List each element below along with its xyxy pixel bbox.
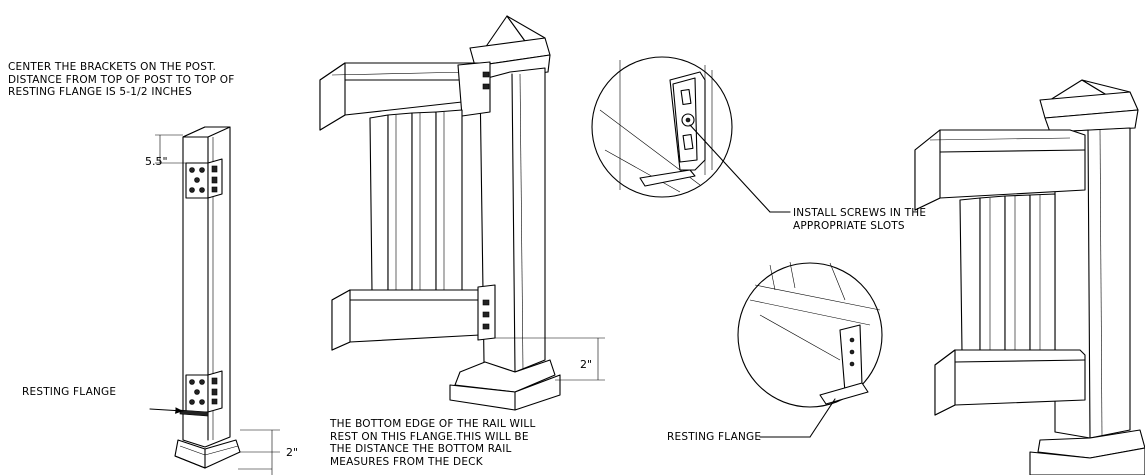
- bottom-edge-note: THE BOTTOM EDGE OF THE RAIL WILL REST ON…: [330, 418, 536, 468]
- rail-assembly: [319, 15, 605, 411]
- note-line: THE BOTTOM EDGE OF THE RAIL WILL: [330, 418, 536, 430]
- dimension-post-bottom-offset: 2": [286, 446, 299, 459]
- upper-bracket: [185, 158, 223, 199]
- resting-flange-label: RESTING FLANGE: [22, 386, 117, 398]
- note-line: MEASURES FROM THE DECK: [330, 455, 483, 468]
- note-line: RESTING FLANGE IS 5-1/2 INCHES: [8, 86, 192, 98]
- note-line: CENTER THE BRACKETS ON THE POST.: [8, 61, 217, 73]
- lower-bracket: [179, 370, 223, 417]
- install-screws-note: INSTALL SCREWS IN THE APPROPRIATE SLOTS: [793, 207, 926, 232]
- resting-flange-detail-label: RESTING FLANGE: [667, 431, 762, 443]
- note-line: REST ON THIS FLANGE.THIS WILL BE: [330, 430, 529, 443]
- dimension-rail-bottom-offset: 2": [580, 358, 593, 371]
- note-line: INSTALL SCREWS IN THE: [793, 207, 927, 219]
- assembled-rail: [914, 79, 1145, 475]
- flange-detail-circle: [737, 261, 883, 438]
- screw-detail-circle: [591, 56, 791, 213]
- post-with-brackets: [149, 126, 280, 475]
- note-line: DISTANCE FROM TOP OF POST TO TOP OF: [8, 73, 235, 86]
- center-brackets-note: CENTER THE BRACKETS ON THE POST. DISTANC…: [8, 61, 234, 99]
- note-line: APPROPRIATE SLOTS: [793, 219, 905, 232]
- dimension-top-offset: 5.5": [145, 155, 168, 168]
- note-line: THE DISTANCE THE BOTTOM RAIL: [330, 443, 512, 455]
